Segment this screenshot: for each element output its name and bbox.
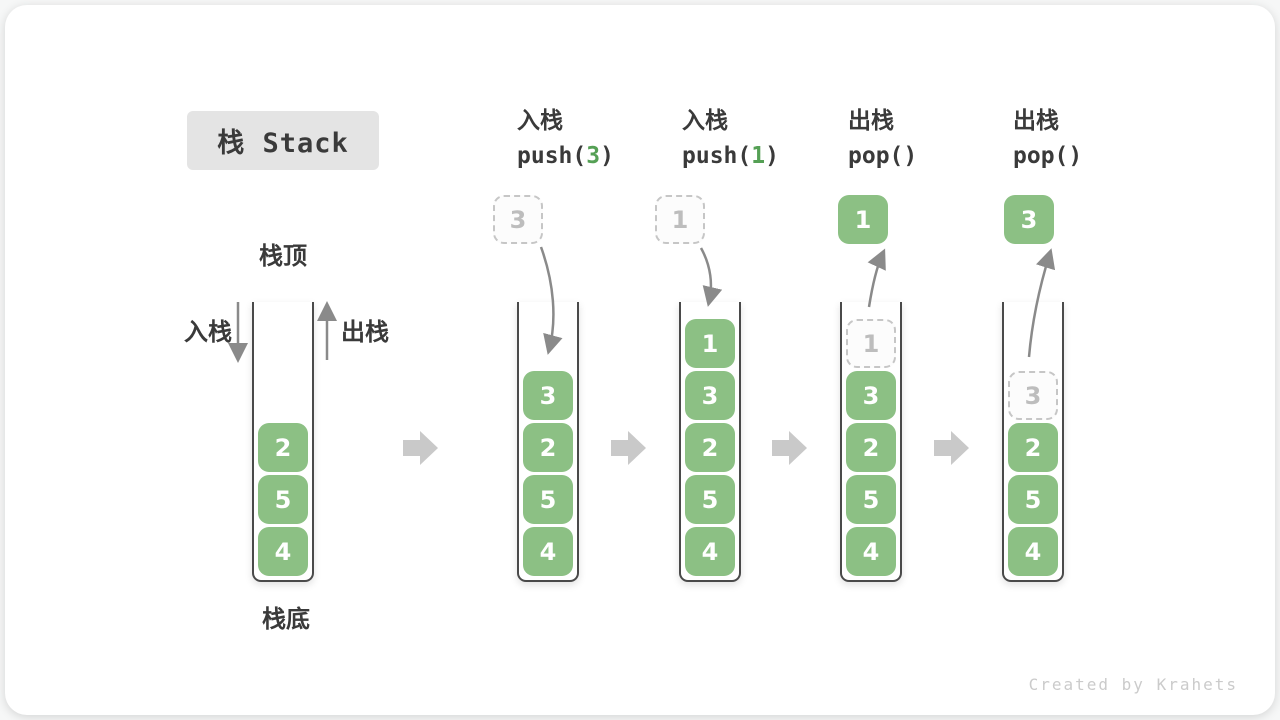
stack-cell: 4 <box>846 527 896 576</box>
code-fn: pop( <box>1013 143 1069 169</box>
floating-value-box: 1 <box>655 195 705 244</box>
push-direction-label: 入栈 <box>184 319 232 346</box>
operation-code: push(3) <box>517 145 667 168</box>
watermark: Created by Krahets <box>1028 675 1238 694</box>
operation-action: 入栈 <box>517 107 563 133</box>
operation-label-pop1: 出栈 pop() <box>848 109 998 168</box>
operation-action: 出栈 <box>1013 107 1059 133</box>
stack-cell: 5 <box>685 475 735 524</box>
operation-code: pop() <box>1013 145 1163 168</box>
operation-label-pop2: 出栈 pop() <box>1013 109 1163 168</box>
stack-cell: 2 <box>685 423 735 472</box>
next-step-arrow-icon <box>772 431 807 465</box>
stack-cell: 5 <box>258 475 308 524</box>
stack-cell: 3 <box>523 371 573 420</box>
stack-cell: 5 <box>1008 475 1058 524</box>
stack-cell: 2 <box>523 423 573 472</box>
stack-cell: 3 <box>846 371 896 420</box>
floating-value-box: 3 <box>1004 195 1054 244</box>
popped-ghost-cell: 1 <box>846 319 896 368</box>
pop-direction-label: 出栈 <box>341 319 389 346</box>
stack-cell: 4 <box>685 527 735 576</box>
diagram-title: 栈 Stack <box>217 128 349 159</box>
stack-cell: 5 <box>846 475 896 524</box>
code-arg: 1 <box>751 143 766 169</box>
next-step-arrow-icon <box>611 431 646 465</box>
popped-ghost-cell: 3 <box>1008 371 1058 420</box>
code-close: ) <box>1068 143 1083 169</box>
stack-cell: 2 <box>258 423 308 472</box>
stack-cell: 2 <box>846 423 896 472</box>
stack-cell: 3 <box>685 371 735 420</box>
code-fn: pop( <box>848 143 904 169</box>
operation-code: push(1) <box>682 145 832 168</box>
code-fn: push( <box>517 143 587 169</box>
title-badge: 栈 Stack <box>187 111 379 170</box>
stack-bottom-label: 栈底 <box>262 606 310 633</box>
stack-cell: 1 <box>685 319 735 368</box>
next-step-arrow-icon <box>403 431 438 465</box>
code-fn: push( <box>682 143 752 169</box>
stack-cell: 4 <box>1008 527 1058 576</box>
operation-code: pop() <box>848 145 998 168</box>
stack-cell: 4 <box>258 527 308 576</box>
stack-cell: 2 <box>1008 423 1058 472</box>
code-close: ) <box>765 143 779 169</box>
next-step-arrow-icon <box>934 431 969 465</box>
floating-value-box: 1 <box>838 195 888 244</box>
code-close: ) <box>600 143 614 169</box>
operation-label-push3: 入栈 push(3) <box>517 109 667 168</box>
stack-cell: 4 <box>523 527 573 576</box>
operation-action: 出栈 <box>848 107 894 133</box>
code-close: ) <box>903 143 918 169</box>
operation-label-push1: 入栈 push(1) <box>682 109 832 168</box>
stack-top-label: 栈顶 <box>259 243 307 270</box>
stack-cell: 5 <box>523 475 573 524</box>
code-arg: 3 <box>586 143 601 169</box>
operation-action: 入栈 <box>682 107 728 133</box>
floating-value-box: 3 <box>493 195 543 244</box>
